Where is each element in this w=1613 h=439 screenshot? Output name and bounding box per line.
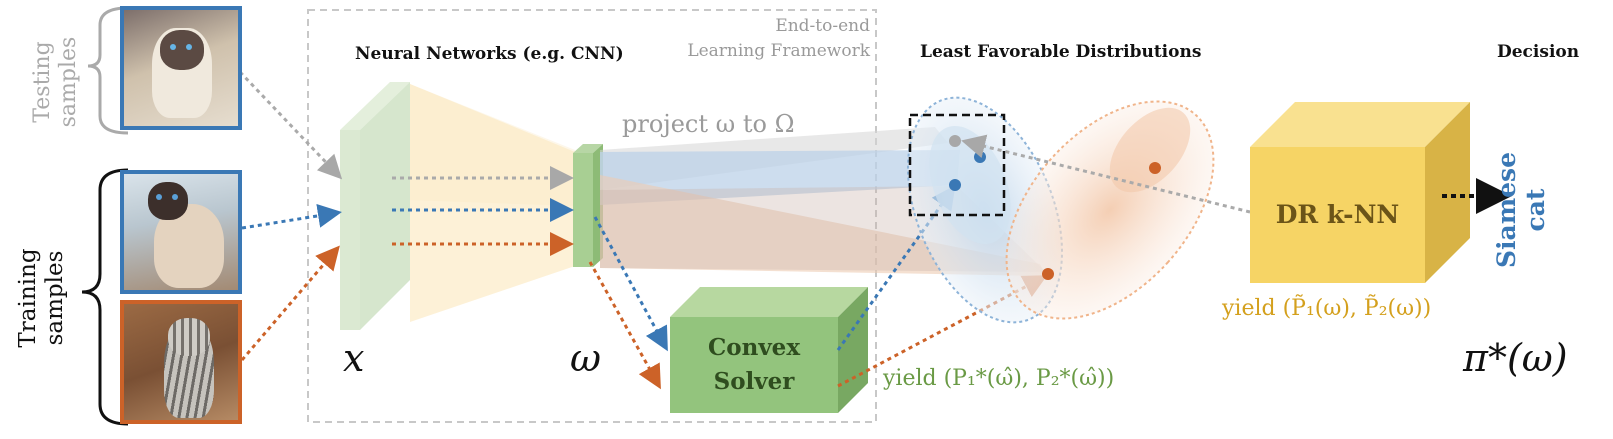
test-arrow — [238, 70, 343, 180]
output-label-line1: Siamese — [1492, 151, 1521, 269]
yield-solver-label: yield (P₁*(ω̂), P₂*(ω̂)) — [883, 366, 1115, 391]
orange-point-1 — [1149, 162, 1161, 174]
least-favorable-title: Least Favorable Distributions — [920, 42, 1202, 62]
training-label: Training samples — [15, 223, 75, 373]
training-label-text: Training samples — [15, 248, 68, 348]
beam-blue — [600, 150, 960, 205]
dr-knn-label: DR k-NN — [1275, 200, 1400, 229]
train-orange-arrow — [240, 245, 340, 361]
neural-networks-title: Neural Networks (e.g. CNN) — [355, 44, 624, 64]
testing-sample-image — [120, 6, 242, 130]
output-label: Siamese cat — [1492, 150, 1552, 270]
training-sample-orange-image — [120, 300, 242, 424]
testing-brace — [87, 6, 129, 135]
policy-label: π*(ω) — [1463, 336, 1568, 380]
input-layer — [340, 82, 410, 130]
omega-symbol: ω — [570, 336, 601, 380]
dr-knn-box — [1250, 102, 1470, 283]
train-blue-arrow — [241, 203, 342, 230]
cnn-fan — [410, 84, 575, 322]
decision-title: Decision — [1497, 42, 1580, 62]
blue-point-1 — [974, 151, 986, 163]
x-symbol: x — [343, 336, 365, 380]
testing-label: Testing samples — [30, 22, 90, 142]
framework-label-line2: Learning Framework — [687, 41, 870, 61]
selection-box — [908, 113, 1006, 217]
orange-point-2 — [1042, 268, 1054, 280]
yield-knn-label: yield (P̃₁(ω), P̃₂(ω)) — [1222, 296, 1432, 321]
blue-point-2 — [949, 179, 961, 191]
training-sample-blue-image — [120, 170, 242, 294]
framework-label-line1: End-to-end — [775, 16, 870, 36]
output-label-line2: cat — [1521, 188, 1550, 232]
test-point — [949, 135, 961, 147]
project-label: project ω to Ω — [622, 110, 795, 138]
testing-label-text: Testing samples — [30, 36, 81, 128]
convex-solver-label-line1: Convex — [707, 334, 801, 361]
convex-solver-label-line2: Solver — [713, 368, 795, 395]
training-brace — [81, 168, 129, 426]
